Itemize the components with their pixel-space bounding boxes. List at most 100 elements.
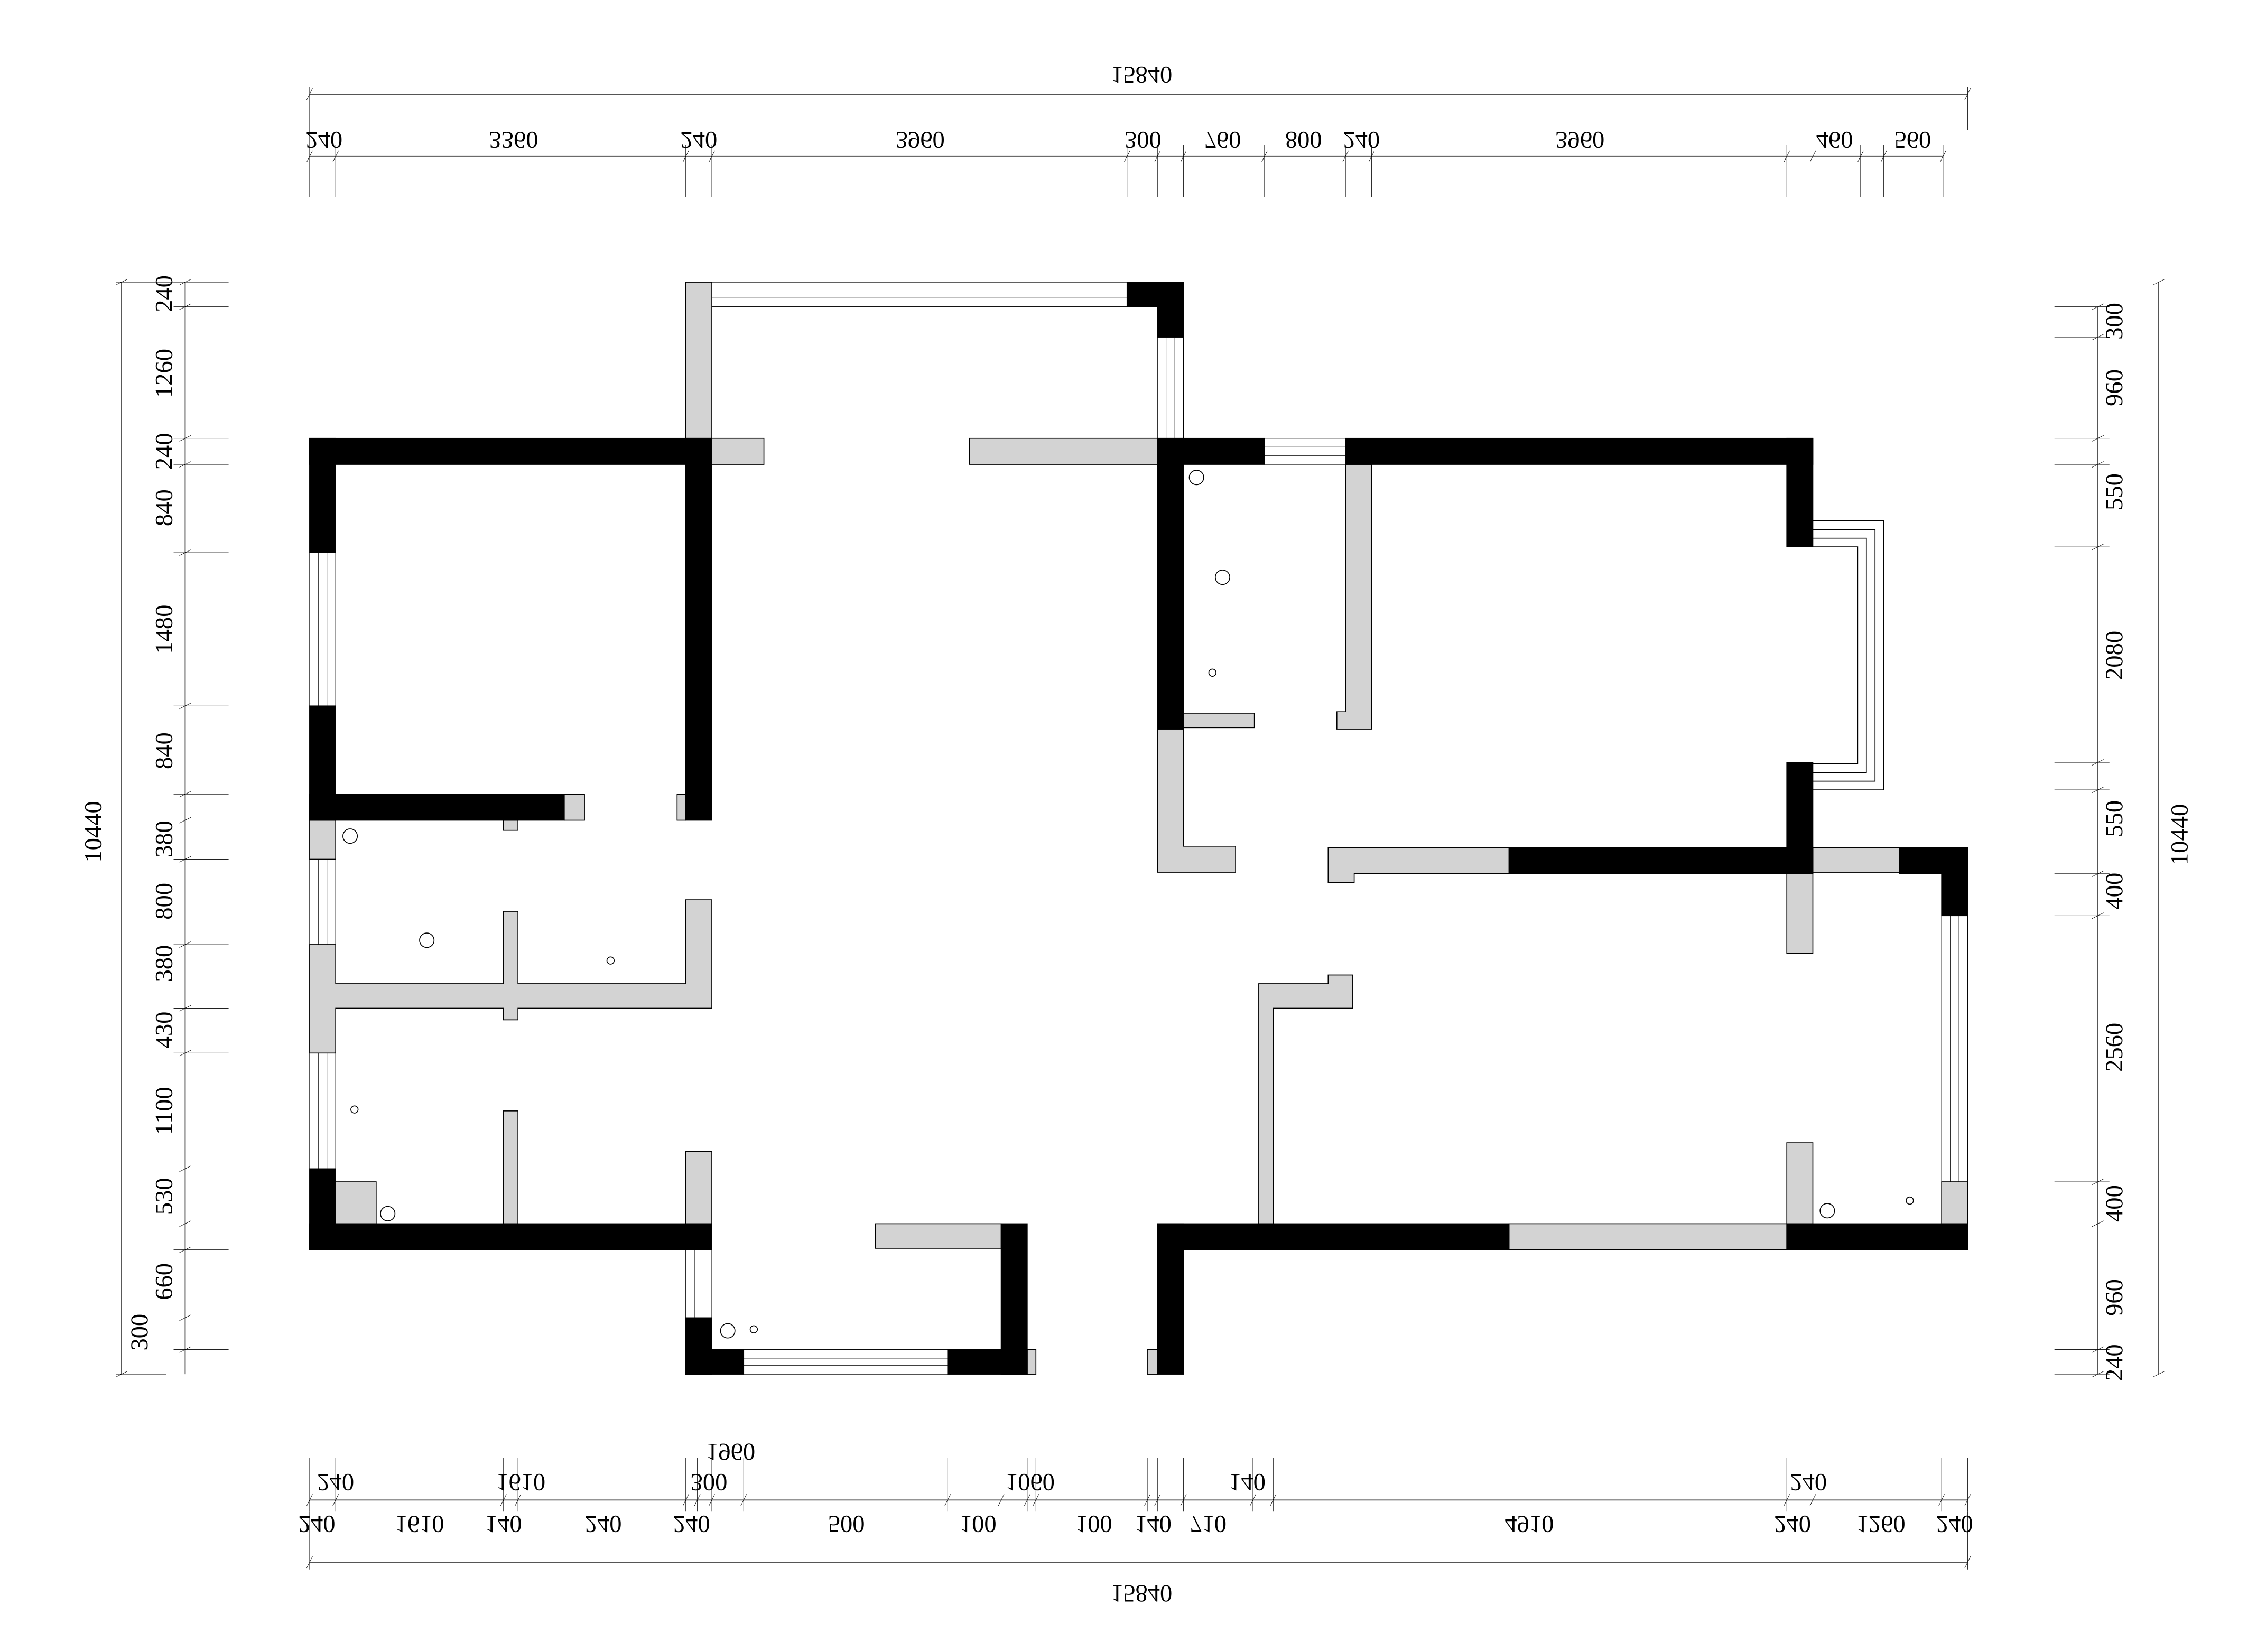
- dimension-label: 15840: [1111, 1580, 1172, 1607]
- plumbing-fixtures: [342, 470, 1914, 1339]
- drain-icon: [720, 1323, 736, 1339]
- dimension-tick: [1368, 150, 1375, 163]
- dimension-tick: [2092, 871, 2104, 877]
- drain-icon: [1906, 1196, 1914, 1205]
- window-bottom-1: [685, 1249, 712, 1318]
- dimension-tick: [2092, 303, 2104, 310]
- dimension-label: 100: [960, 1510, 997, 1537]
- dimension-tick: [1154, 150, 1161, 163]
- dimension-tick: [1024, 1494, 1030, 1506]
- dimension-tick: [306, 1494, 313, 1506]
- dimension-tick: [682, 1494, 689, 1506]
- dimension-tick: [1154, 1494, 1161, 1506]
- drain-icon: [350, 1105, 359, 1114]
- dimension-tick: [2092, 334, 2104, 340]
- dimension-tick: [2092, 787, 2104, 793]
- dimension-label: 240: [680, 126, 717, 153]
- dimension-label: 800: [1285, 126, 1322, 153]
- dimension-tick: [1033, 1494, 1039, 1506]
- dimension-label: 3960: [896, 126, 945, 153]
- dimension-tick: [1144, 1494, 1150, 1506]
- dimension-tick: [2152, 1371, 2165, 1377]
- dimension-tick: [1270, 1494, 1277, 1506]
- dimension-tick: [2092, 1371, 2104, 1377]
- dimension-tick: [998, 1494, 1005, 1506]
- dimension-tick: [1880, 150, 1887, 163]
- dimension-label: 550: [2101, 473, 2128, 510]
- window-bottom-2: [743, 1349, 948, 1375]
- dimension-tick: [2092, 461, 2104, 468]
- dimension-tick: [179, 1314, 191, 1321]
- dimension-label: 3360: [489, 126, 538, 153]
- dimension-tick: [709, 150, 715, 163]
- dimension-label: 500: [828, 1510, 865, 1537]
- dimension-label: 10440: [80, 801, 107, 862]
- dimension-tick: [694, 1494, 701, 1506]
- window-top: [711, 282, 1128, 307]
- dimension-tick: [1809, 150, 1816, 163]
- dimension-label: 240: [1790, 1468, 1827, 1495]
- dimension-tick: [179, 549, 191, 556]
- dimension-label: 380: [151, 945, 178, 982]
- dimension-tick: [2092, 1179, 2104, 1185]
- dimension-label: 380: [151, 820, 178, 857]
- window-left-3: [309, 1052, 336, 1169]
- dimension-tick: [2092, 544, 2104, 550]
- dimension-label: 400: [2101, 873, 2128, 910]
- dimension-label: 240: [299, 1510, 336, 1537]
- window-left-1: [309, 552, 336, 706]
- dimension-label: 760: [1204, 126, 1241, 153]
- dimension-label: 400: [2101, 1185, 2128, 1222]
- dimension-label: 800: [151, 883, 178, 920]
- dimension-tick: [1784, 150, 1790, 163]
- drain-icon: [749, 1325, 758, 1333]
- dimension-tick: [179, 1346, 191, 1353]
- dimension-label: 710: [1190, 1510, 1227, 1537]
- dimension-tick: [1964, 1494, 1971, 1506]
- dimension-tick: [1342, 150, 1349, 163]
- dimension-label: 240: [1936, 1510, 1973, 1537]
- dimension-label: 140: [1229, 1468, 1266, 1495]
- dimension-label: 240: [1343, 126, 1380, 153]
- dimension-tick: [179, 1005, 191, 1012]
- dimension-tick: [2092, 435, 2104, 442]
- dimension-label: 460: [1816, 126, 1853, 153]
- drain-icon: [1819, 1203, 1835, 1219]
- bay-window: [1813, 520, 1884, 790]
- dimension-tick: [332, 150, 339, 163]
- dimension-label: 4910: [1504, 1510, 1554, 1537]
- dimension-label: 1100: [151, 1087, 178, 1135]
- dimension-tick: [179, 817, 191, 824]
- dimension-label: 300: [2101, 303, 2128, 340]
- dimension-label: 100: [1075, 1510, 1112, 1537]
- dimension-tick: [740, 1494, 747, 1506]
- dimension-label: 240: [317, 1468, 354, 1495]
- dimension-tick: [1857, 150, 1864, 163]
- dimension-tick: [2092, 1220, 2104, 1227]
- dimension-label: 15840: [1111, 61, 1172, 88]
- dimension-tick: [2092, 912, 2104, 919]
- structural-walls: [309, 282, 1968, 1375]
- dimension-tick: [179, 941, 191, 948]
- dimension-label: 240: [1774, 1510, 1811, 1537]
- dimension-tick: [1180, 1494, 1187, 1506]
- dimension-label: 140: [485, 1510, 522, 1537]
- dimension-tick: [1784, 1494, 1790, 1506]
- dimension-tick: [1809, 1494, 1816, 1506]
- dimension-label: 2560: [2101, 1023, 2128, 1072]
- dimension-tick: [179, 1246, 191, 1253]
- dimension-label: 840: [151, 489, 178, 526]
- dimension-label: 10440: [2166, 804, 2193, 865]
- dimension-tick: [306, 150, 313, 163]
- drain-icon: [1188, 470, 1204, 486]
- dimension-label: 1480: [151, 605, 178, 654]
- dimension-label: 1610: [496, 1468, 545, 1495]
- dimension-label: 300: [691, 1468, 728, 1495]
- drain-icon: [342, 828, 358, 844]
- dimension-tick: [179, 791, 191, 798]
- dimension-label: 1260: [151, 349, 178, 398]
- dimension-tick: [179, 703, 191, 710]
- dimension-label: 960: [2101, 1279, 2128, 1316]
- dimension-tick: [179, 1050, 191, 1057]
